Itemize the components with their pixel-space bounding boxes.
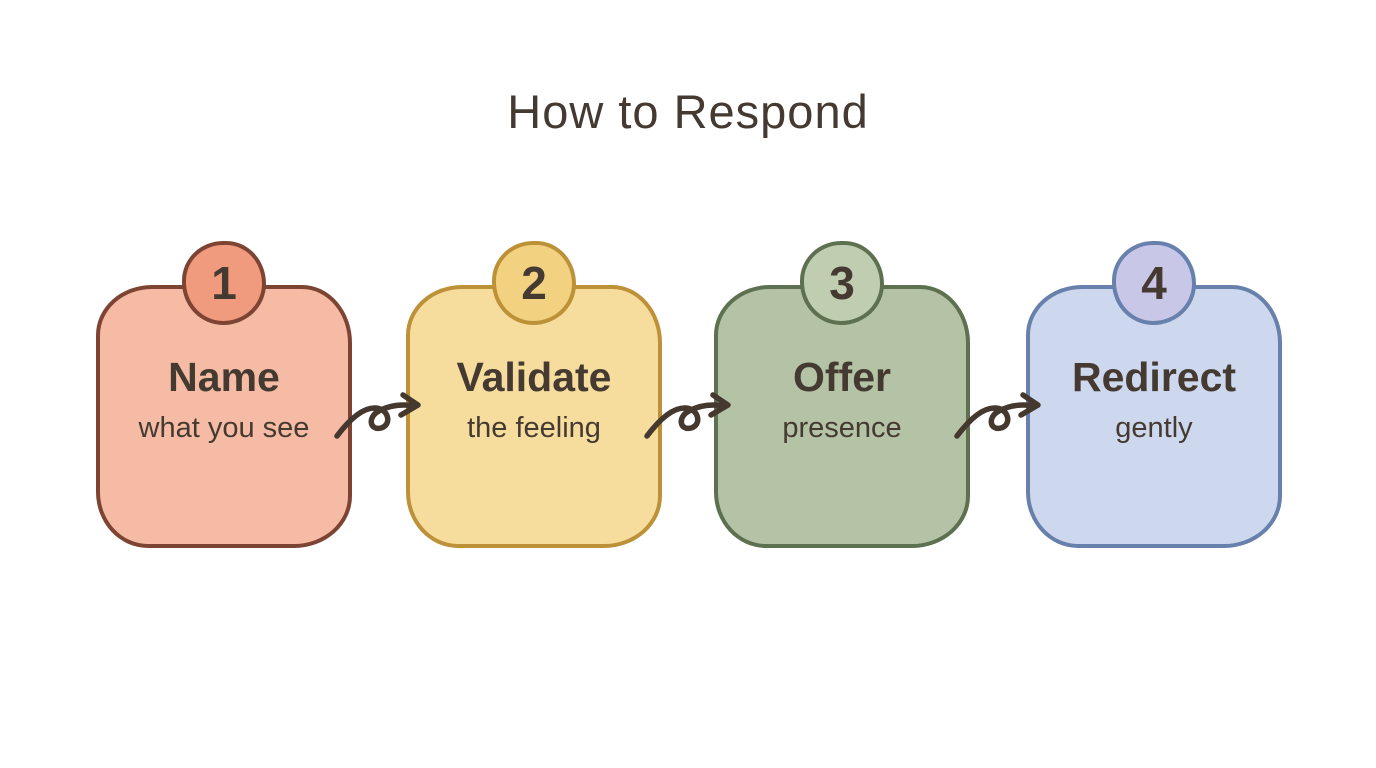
step-heading: Redirect [1071, 354, 1237, 400]
step-number-badge: 2 [492, 241, 576, 325]
step-subtitle: gently [1115, 412, 1193, 445]
step-heading: Name [168, 354, 280, 400]
diagram-title: How to Respond [507, 85, 869, 138]
step-heading: Validate [456, 354, 612, 400]
step-heading: Offer [793, 354, 891, 400]
step-number-badge: 1 [182, 241, 266, 325]
step-card-offer: 3 Offer presence [714, 241, 970, 548]
step-card-redirect: 4 Redirect gently [1026, 241, 1282, 548]
step-subtitle: what you see [138, 412, 310, 445]
step-card-name: 1 Name what you see [96, 241, 352, 548]
step-number-badge: 4 [1112, 241, 1196, 325]
step-subtitle: the feeling [467, 412, 601, 445]
curly-arrow-icon [334, 392, 421, 439]
step-card-validate: 2 Validate the feeling [406, 241, 662, 548]
curly-arrow-icon [954, 392, 1041, 439]
step-subtitle: presence [782, 412, 902, 445]
curly-arrow-icon [644, 392, 731, 439]
step-number-badge: 3 [800, 241, 884, 325]
